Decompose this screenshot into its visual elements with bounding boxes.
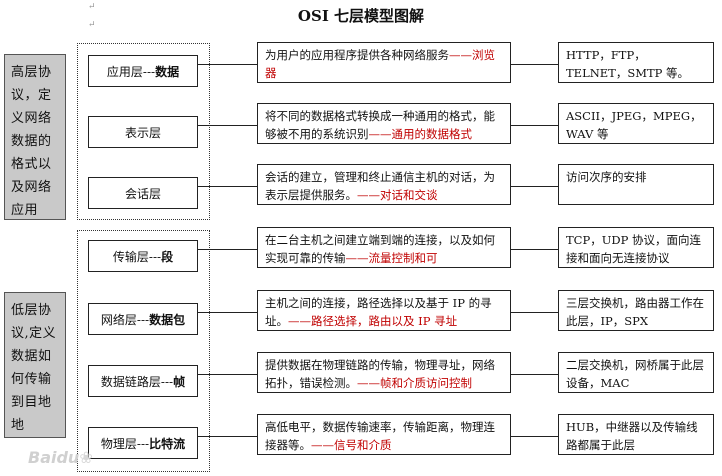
layer-protocols-4: TCP，UDP 协议，面向连接和面向无连接协议 — [558, 227, 714, 268]
description-keyword: ——信号和介质 — [311, 438, 392, 452]
layer-protocols-6: 二层交换机，网桥属于此层设备，MAC — [558, 352, 714, 393]
description-keyword: ——浏览器 — [265, 48, 495, 80]
layer-protocols-1: HTTP，FTP，TELNET，SMTP 等。 — [558, 42, 714, 83]
connector-line — [198, 374, 257, 375]
connector-line — [511, 249, 558, 250]
layer-box-6: 数据链路层---帧 — [88, 365, 198, 397]
description-keyword: ——帧和介质访问控制 — [357, 376, 472, 390]
layer-box-5: 网络层---数据包 — [88, 303, 198, 335]
paragraph-mark-icon: ↵ — [88, 20, 96, 30]
description-text: 会话的建立，管理和终止通信主机的对话，为表示层提供服务。 — [265, 170, 495, 202]
layer-description-2: 将不同的数据格式转换成一种通用的格式，能够被不用的系统识别——通用的数据格式 — [257, 103, 511, 144]
layer-data-unit: 数据包 — [149, 312, 186, 327]
connector-line — [198, 125, 257, 126]
layer-name: 数据链路层--- — [100, 374, 174, 389]
layer-description-1: 为用户的应用程序提供各种网络服务——浏览器 — [257, 42, 511, 83]
layer-name: 会话层 — [124, 186, 161, 201]
layer-description-4: 在二台主机之间建立端到端的连接，以及如何实现可靠的传输——流量控制和可 — [257, 227, 511, 268]
layer-description-3: 会话的建立，管理和终止通信主机的对话，为表示层提供服务。——对话和交谈 — [257, 164, 511, 205]
description-text: 高低电平，数据传输速率，传输距离，物理连接器等。 — [265, 420, 495, 452]
low-layer-group-label: 低层协 议,定义 数据如 何传输 到目地 地 — [4, 292, 66, 438]
layer-data-unit: 帧 — [173, 374, 186, 389]
high-layer-group-frame — [77, 43, 210, 220]
connector-line — [511, 374, 558, 375]
connector-line — [198, 249, 257, 250]
layer-protocols-3: 访问次序的安排 — [558, 164, 714, 205]
connector-line — [198, 312, 257, 313]
layer-name: 物理层--- — [100, 436, 150, 451]
layer-description-5: 主机之间的连接，路径选择以及基于 IP 的寻址。——路径选择，路由以及 IP 寻… — [257, 290, 511, 331]
layer-description-7: 高低电平，数据传输速率，传输距离，物理连接器等。——信号和介质 — [257, 414, 511, 455]
layer-data-unit: 段 — [161, 249, 174, 264]
page-title: OSI 七层模型图解 — [297, 7, 425, 25]
connector-line — [511, 125, 558, 126]
description-keyword: ——路径选择，路由以及 IP 寻址 — [288, 314, 458, 328]
description-text: 将不同的数据格式转换成一种通用的格式，能够被不用的系统识别 — [265, 109, 495, 141]
description-text: 主机之间的连接，路径选择以及基于 IP 的寻址。 — [265, 296, 492, 328]
description-keyword: ——流量控制和可 — [345, 251, 438, 265]
layer-box-1: 应用层---数据 — [88, 55, 198, 87]
high-layer-group-label: 高层协 议，定 义网络 数据的 格式以 及网络 应用 — [4, 54, 66, 220]
layer-description-6: 提供数据在物理链路的传输，物理寻址，网络拓扑，错误检测。——帧和介质访问控制 — [257, 352, 511, 393]
layer-box-2: 表示层 — [88, 116, 198, 148]
layer-name: 表示层 — [124, 125, 161, 140]
layer-box-7: 物理层---比特流 — [88, 427, 198, 459]
layer-name: 应用层--- — [106, 64, 156, 79]
connector-line — [511, 64, 558, 65]
paragraph-mark-icon: ↵ — [88, 2, 96, 12]
connector-line — [511, 312, 558, 313]
layer-protocols-5: 三层交换机，路由器工作在此层，IP，SPX — [558, 290, 714, 331]
baidu-watermark-icon: Baidu❀ — [28, 448, 93, 467]
layer-protocols-2: ASCII，JPEG，MPEG，WAV 等 — [558, 103, 714, 144]
connector-line — [511, 186, 558, 187]
description-text: 在二台主机之间建立端到端的连接，以及如何实现可靠的传输 — [265, 233, 495, 265]
low-layer-group-frame — [77, 230, 210, 472]
layer-box-4: 传输层---段 — [88, 240, 198, 272]
connector-line — [511, 436, 558, 437]
description-text: 提供数据在物理链路的传输，物理寻址，网络拓扑，错误检测。 — [265, 358, 495, 390]
layer-name: 传输层--- — [112, 249, 162, 264]
connector-line — [198, 64, 257, 65]
layer-data-unit: 比特流 — [149, 436, 186, 451]
connector-line — [198, 436, 257, 437]
layer-name: 网络层--- — [100, 312, 150, 327]
description-text: 为用户的应用程序提供各种网络服务 — [265, 48, 449, 62]
description-keyword: ——通用的数据格式 — [368, 127, 473, 141]
description-keyword: ——对话和交谈 — [357, 188, 438, 202]
connector-line — [198, 186, 257, 187]
layer-data-unit: 数据 — [155, 64, 180, 79]
layer-protocols-7: HUB，中继器以及传输线路都属于此层 — [558, 414, 714, 455]
layer-box-3: 会话层 — [88, 177, 198, 209]
